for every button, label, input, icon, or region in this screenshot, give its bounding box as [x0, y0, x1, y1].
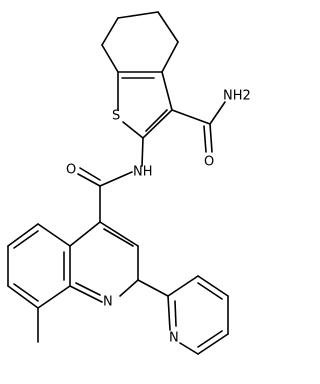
bond-c1-c6 [101, 17, 119, 46]
bond-p1-p2 [167, 275, 199, 297]
bond-c7-c8-double [145, 109, 168, 132]
label-o-mid: O [66, 163, 76, 178]
bond-b2 [7, 223, 39, 247]
bonds [7, 11, 229, 355]
bond-camide2-o-double [79, 167, 101, 181]
bond-b2-double [13, 230, 39, 249]
bond-b4-double [13, 283, 39, 302]
bond-q3-nq [119, 279, 139, 297]
bond-c8-camide [171, 109, 211, 125]
bond-s-c7 [122, 121, 144, 139]
bond-c2-c3 [157, 11, 179, 43]
bond-nq-q5 [69, 285, 103, 303]
bond-q1-q2 [99, 221, 139, 247]
bond-q5-nq-double [75, 282, 101, 296]
bond-c7-c8 [142, 109, 173, 139]
bond-b4 [7, 285, 39, 309]
bond-b1 [37, 223, 71, 247]
bond-q1-q2-double [103, 228, 134, 247]
bond-camide2-o [77, 173, 101, 187]
bond-camide-o [209, 123, 213, 153]
bond-c6-c5 [101, 44, 119, 73]
bond-p5-np [179, 342, 199, 355]
label-n-quinoline: N [103, 295, 113, 310]
label-o-top: O [204, 155, 214, 170]
bond-c7-nh [141, 137, 144, 167]
bond-p1-np-double [174, 300, 177, 327]
bond-p2-p3 [197, 275, 229, 297]
bond-p4-p5-double [197, 330, 223, 348]
bond-q3-pyr [137, 279, 169, 297]
label-nh: NH [133, 165, 153, 180]
label-n-pyridine: N [169, 331, 179, 346]
bond-p2-p3-double [197, 282, 223, 300]
bond-camide-nh2 [209, 101, 226, 125]
bond-p4-p5 [197, 333, 229, 355]
bond-q6-q1 [69, 221, 101, 247]
bond-nh-camide2 [99, 171, 133, 187]
chemical-structure-drawing: NH2 O S NH O N N [7, 11, 251, 355]
bond-camide-o-double [203, 125, 207, 153]
bond-b5 [37, 285, 71, 309]
bond-c8-c4 [161, 71, 173, 111]
structure-svg: NH2 O S NH O N N [7, 11, 251, 355]
label-nh2: NH2 [223, 89, 251, 104]
bond-np-p1 [167, 295, 171, 331]
bond-c1-c2 [117, 11, 159, 19]
label-s: S [112, 109, 120, 124]
bond-c3-c4 [161, 41, 179, 73]
atom-labels: NH2 O S NH O N N [66, 89, 251, 346]
